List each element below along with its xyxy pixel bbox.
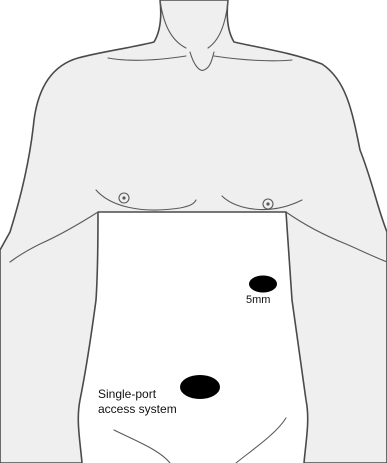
left-groin-line (114, 430, 170, 463)
single-port-label-line1: Single-port (98, 387, 157, 401)
single-port-marker (180, 375, 220, 399)
single-port-label: Single-port access system (98, 387, 177, 416)
right-groin-line (236, 418, 286, 463)
port-5mm-marker (249, 276, 277, 293)
single-port-label-line2: access system (98, 402, 177, 416)
port-5mm-label: 5mm (246, 294, 270, 306)
